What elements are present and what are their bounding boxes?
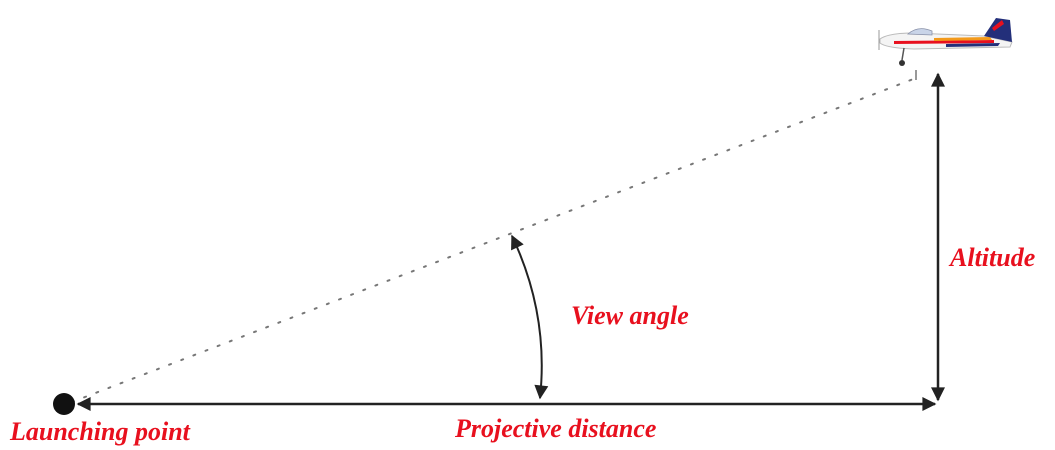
projective-distance-label: Projective distance xyxy=(455,414,657,443)
altitude-label: Altitude xyxy=(950,243,1036,272)
view-angle-label: View angle xyxy=(571,301,689,330)
launch-point-dot xyxy=(53,393,75,415)
sight-line xyxy=(71,77,917,403)
view-angle-arc xyxy=(511,234,549,400)
airplane-icon xyxy=(878,18,1013,66)
launching-point-label: Launching point xyxy=(10,417,190,446)
